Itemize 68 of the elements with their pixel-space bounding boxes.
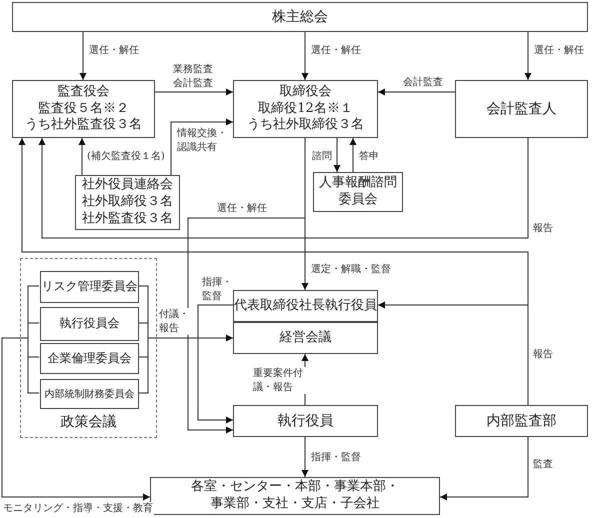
box-label: 会計監査人 <box>486 100 556 118</box>
edge-label: 選任・解任 <box>216 202 268 216</box>
edge-label: 報告 <box>532 222 554 236</box>
edge-label: 報告 <box>532 348 554 362</box>
org-box <box>233 290 378 322</box>
arrow <box>154 88 234 96</box>
edge-label: 諮問 <box>311 150 333 164</box>
edge-label: モニタリング・指導・支援・教育 <box>2 502 154 516</box>
box-label: 内部監査部 <box>486 412 556 430</box>
box-label: うち社外監査役３名 <box>25 117 142 134</box>
edge-label: 付議・報告 <box>158 308 190 335</box>
box-label: 人事報酬諮問委員会 <box>318 175 398 209</box>
box-label: 取締役会 <box>280 84 332 101</box>
box-label: 執行役員会 <box>60 316 120 332</box>
arrow <box>302 436 308 478</box>
arrow <box>38 138 528 238</box>
edge-label: 指揮・監督 <box>310 451 362 464</box>
box-label: 代表取締役社長執行役員 <box>234 298 377 314</box>
edge-label: 選任・解任 <box>88 44 140 58</box>
box-label: 社外取締役３名 <box>82 194 173 211</box>
arrow <box>302 32 308 80</box>
arrow <box>334 138 340 172</box>
edge-label: 選任・解任 <box>310 44 362 58</box>
box-label: 監査役会 <box>58 84 110 101</box>
arrow <box>156 334 234 342</box>
edge-label: 選任・解任 <box>533 44 585 58</box>
box-label: 経営会議 <box>280 330 332 346</box>
box-label: 執行役員 <box>278 412 334 430</box>
box-label: 取締役12名※１ <box>258 100 353 117</box>
org-box <box>40 379 139 409</box>
box-label: 内部統制財務委員会 <box>44 388 134 400</box>
org-box <box>40 343 139 374</box>
org-box <box>233 80 378 138</box>
edge-label: 監査 <box>532 458 554 472</box>
dashed-group-box <box>20 258 157 438</box>
arrow <box>350 138 356 172</box>
edge-label: 重要案件付議・報告 <box>252 367 306 394</box>
arrow <box>78 138 86 176</box>
arrow <box>2 338 150 500</box>
org-box <box>12 2 588 32</box>
arrow <box>80 32 86 80</box>
org-box <box>40 307 139 341</box>
box-label: 企業倫理委員会 <box>48 350 132 366</box>
arrow <box>198 304 234 424</box>
arrow <box>378 302 528 406</box>
org-box <box>233 322 378 354</box>
box-label: 株主総会 <box>272 8 328 26</box>
box-label: リスク管理委員会 <box>42 279 138 295</box>
box-label: 社外役員連絡会 <box>82 177 173 194</box>
arrow <box>170 118 234 176</box>
org-box <box>12 80 155 138</box>
arrow <box>378 88 456 96</box>
arrow <box>524 32 532 80</box>
box-label: 政策会議 <box>60 412 116 431</box>
arrow <box>440 436 528 500</box>
edge-label: (補欠監査役１名) <box>86 150 166 164</box>
box-label: 社外監査役３名 <box>82 210 173 228</box>
org-box <box>233 405 378 437</box>
org-box <box>40 271 139 303</box>
edge-label: 選定・解職・監督 <box>310 263 392 276</box>
edge-label: 答申 <box>358 150 380 164</box>
edge-label: 会計監査 <box>402 76 444 90</box>
box-label: うち社外取締役３名 <box>247 117 364 134</box>
org-box <box>455 80 588 138</box>
box-label: 各室・センター・本部・事業本部・事業部・支社・支店・子会社 <box>191 479 399 513</box>
org-box <box>75 175 180 230</box>
box-label: 監査役５名※２ <box>38 100 129 117</box>
org-box <box>455 405 588 437</box>
